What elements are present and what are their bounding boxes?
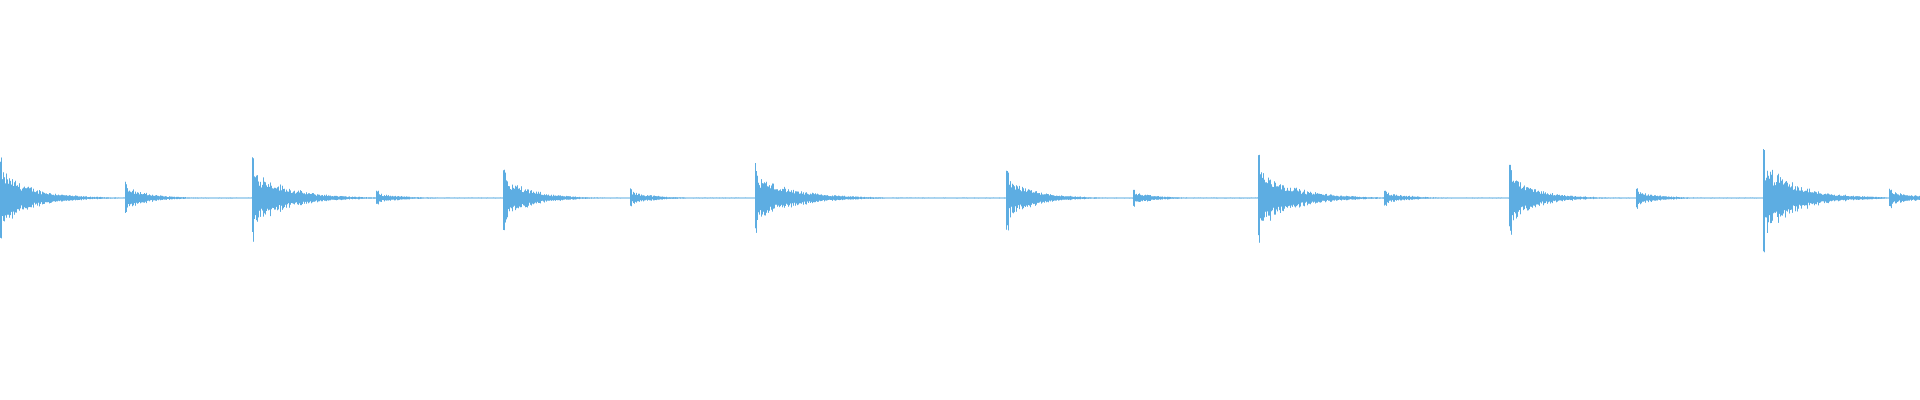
waveform-transient (1636, 188, 1763, 209)
transient-envelope (376, 190, 504, 205)
transient-envelope (0, 157, 125, 239)
waveform-transient (630, 188, 755, 207)
waveform-transient (1384, 190, 1510, 206)
transient-envelope (1384, 190, 1510, 206)
waveform-transient (0, 157, 125, 239)
waveform-transient (1133, 189, 1258, 207)
waveform-transient (376, 190, 504, 205)
waveform-transient (755, 163, 1007, 233)
transient-envelope (1258, 154, 1385, 243)
transient-envelope (1133, 189, 1258, 207)
transient-envelope (1636, 188, 1763, 209)
waveform-transient (503, 169, 630, 231)
transient-envelope (1889, 188, 1920, 209)
waveform-transient (252, 157, 377, 242)
transient-envelope (755, 163, 1007, 233)
transient-envelope (252, 157, 377, 242)
transient-envelope (125, 181, 252, 213)
waveform-transient (1258, 154, 1385, 243)
transient-envelope (1763, 149, 1890, 253)
transient-envelope (1509, 164, 1636, 235)
waveform-transient (125, 181, 252, 213)
transient-envelope (630, 188, 755, 207)
transient-envelope (503, 169, 630, 231)
waveform-transient (1889, 188, 1920, 209)
waveform-transient (1763, 149, 1890, 253)
transient-envelope (1006, 170, 1133, 231)
waveform-transient (1509, 164, 1636, 235)
waveform-transient (1006, 170, 1133, 231)
